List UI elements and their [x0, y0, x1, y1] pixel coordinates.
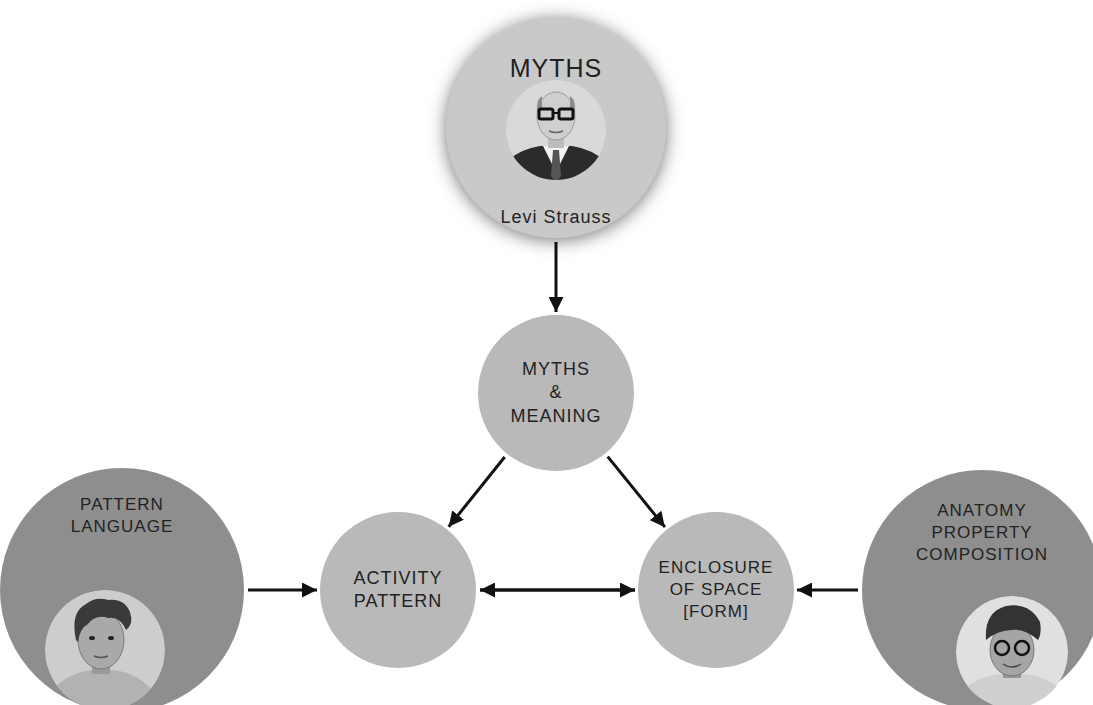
- portrait-glasses: [539, 109, 553, 119]
- arrow-connector: [555, 242, 558, 312]
- circle-fill: [446, 18, 666, 238]
- portrait-eye: [108, 636, 114, 640]
- circle-node: ENCLOSURE OF SPACE [FORM]: [638, 512, 794, 668]
- photo-ground: [45, 590, 165, 705]
- circle-fill: [638, 512, 794, 668]
- portrait-shirt: [543, 146, 569, 172]
- photo-ground: [506, 80, 606, 180]
- node-title: ENCLOSURE OF SPACE [FORM]: [652, 557, 780, 623]
- text-slot: ANATOMY PROPERTY COMPOSITION: [862, 500, 1093, 566]
- node-title: ANATOMY PROPERTY COMPOSITION: [907, 500, 1057, 566]
- circle-fill: [478, 315, 634, 471]
- circle-outline: [446, 18, 666, 238]
- portrait-head: [990, 624, 1034, 676]
- text-slot: MYTHS: [446, 52, 666, 85]
- arrow-connector: [797, 589, 858, 592]
- circle-fill: [320, 512, 476, 668]
- node-title: MYTHS & MEANING: [508, 358, 604, 428]
- text-slot: ENCLOSURE OF SPACE [FORM]: [638, 557, 794, 623]
- portrait-tie: [551, 150, 561, 183]
- portrait-eye: [89, 636, 95, 640]
- portrait-shirt: [45, 670, 160, 705]
- circle-node: MYTHS Levi Strauss: [446, 18, 666, 238]
- text-slot: MYTHS & MEANING: [478, 358, 634, 428]
- portrait-neck: [1003, 664, 1021, 678]
- portrait-neck: [548, 130, 564, 148]
- circle-fill: [0, 468, 244, 705]
- text-slot: PATTERN LANGUAGE: [0, 494, 244, 538]
- text-slot: ACTIVITY PATTERN: [320, 567, 476, 614]
- arrow-connector: [608, 457, 665, 527]
- portrait-hair: [74, 599, 131, 642]
- portrait-headwrap: [986, 605, 1041, 640]
- portrait-neck: [92, 660, 110, 674]
- circle-fill: [862, 470, 1093, 705]
- portrait-mouth: [94, 656, 108, 658]
- text-slot: Levi Strauss: [446, 206, 666, 229]
- arrow-connector: [248, 589, 317, 592]
- circle-node: MYTHS & MEANING: [478, 315, 634, 471]
- portrait-glasses: [559, 109, 573, 119]
- circle-node: ANATOMY PROPERTY COMPOSITION: [862, 470, 1093, 705]
- portrait-head: [537, 92, 575, 140]
- portrait-photo: [956, 596, 1068, 705]
- node-title: MYTHS: [510, 52, 603, 85]
- portrait-glasses: [1015, 641, 1029, 655]
- portrait-mouth: [1003, 664, 1021, 667]
- circle-node: PATTERN LANGUAGE: [0, 468, 244, 705]
- portrait-photo: [45, 590, 165, 705]
- portrait-hair: [537, 96, 575, 112]
- node-caption: Levi Strauss: [500, 206, 611, 229]
- portrait-photo: [500, 80, 612, 190]
- portrait-shirt: [956, 674, 1068, 705]
- node-title: ACTIVITY PATTERN: [342, 567, 454, 614]
- circle-outline: [320, 512, 476, 668]
- portrait-head: [78, 611, 124, 669]
- arrow-connector: [449, 457, 505, 527]
- portrait-mouth: [549, 131, 563, 133]
- portrait-suit: [500, 146, 612, 190]
- arrow-connector: [480, 588, 635, 592]
- circle-node: ACTIVITY PATTERN: [320, 512, 476, 668]
- portrait-glasses: [995, 641, 1009, 655]
- photo-ground: [956, 596, 1068, 705]
- node-title: PATTERN LANGUAGE: [57, 494, 187, 538]
- portrait-glasses: [553, 112, 559, 114]
